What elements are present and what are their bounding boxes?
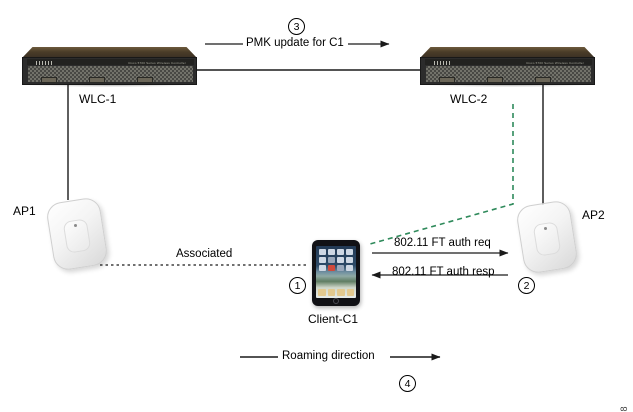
tablet-home-button-icon	[333, 298, 339, 304]
wlc-port	[89, 77, 105, 83]
wlc-chassis-top	[22, 47, 197, 58]
ap-status-led-icon	[544, 227, 547, 230]
cisco-logo-icon	[434, 61, 450, 65]
device-label-ap-1: AP1	[13, 204, 36, 218]
step-badge-2: 2	[518, 277, 535, 294]
device-label-wlc-1: WLC-1	[79, 92, 117, 106]
device-ap-1[interactable]	[45, 196, 109, 272]
ap-front-panel	[62, 218, 92, 254]
wlc-bezel-strip: Cisco 5700 Series Wireless Controller	[425, 59, 592, 65]
tablet-app-icons	[319, 249, 353, 271]
ap-status-led-icon	[74, 224, 77, 227]
device-label-ap-2: AP2	[582, 208, 605, 222]
wlc-port	[439, 77, 455, 83]
ft-key-path-green	[369, 104, 514, 245]
wlc-chassis-top	[420, 47, 595, 58]
wlc-port	[535, 77, 551, 83]
device-label-client-c1: Client-C1	[308, 312, 359, 326]
device-wlc-1[interactable]: Cisco 5700 Series Wireless Controller	[22, 47, 197, 87]
tablet-screen	[316, 246, 356, 298]
wlc-bezel-strip: Cisco 5700 Series Wireless Controller	[27, 59, 194, 65]
wlc-port	[41, 77, 57, 83]
wlc-port	[137, 77, 153, 83]
device-client-c1[interactable]	[312, 240, 360, 306]
wlc-model-text: Cisco 5700 Series Wireless Controller	[128, 60, 186, 65]
link-label-ft-auth-resp: 802.11 FT auth resp	[392, 266, 495, 278]
link-label-pmk-update: PMK update for C1	[246, 37, 344, 49]
wlc-chassis-face: Cisco 5700 Series Wireless Controller	[22, 57, 197, 85]
step-badge-4: 4	[399, 375, 416, 392]
wlc-model-text: Cisco 5700 Series Wireless Controller	[526, 60, 584, 65]
device-wlc-2[interactable]: Cisco 5700 Series Wireless Controller	[420, 47, 595, 87]
device-label-wlc-2: WLC-2	[450, 92, 488, 106]
step-badge-1: 1	[289, 277, 306, 294]
figure-id-text: 352278	[619, 406, 629, 412]
device-ap-2[interactable]	[515, 199, 579, 275]
cisco-logo-icon	[36, 61, 52, 65]
ap-front-panel	[532, 221, 562, 257]
wlc-chassis-face: Cisco 5700 Series Wireless Controller	[420, 57, 595, 85]
link-label-ft-auth-req: 802.11 FT auth req	[394, 237, 491, 249]
wlc-drop-shadow	[423, 84, 592, 87]
link-label-roaming-direction: Roaming direction	[282, 350, 375, 362]
wlc-drop-shadow	[25, 84, 194, 87]
wlc-port	[487, 77, 503, 83]
step-badge-3: 3	[288, 18, 305, 35]
tablet-dock-icons	[318, 289, 354, 296]
link-label-associated: Associated	[176, 248, 233, 260]
